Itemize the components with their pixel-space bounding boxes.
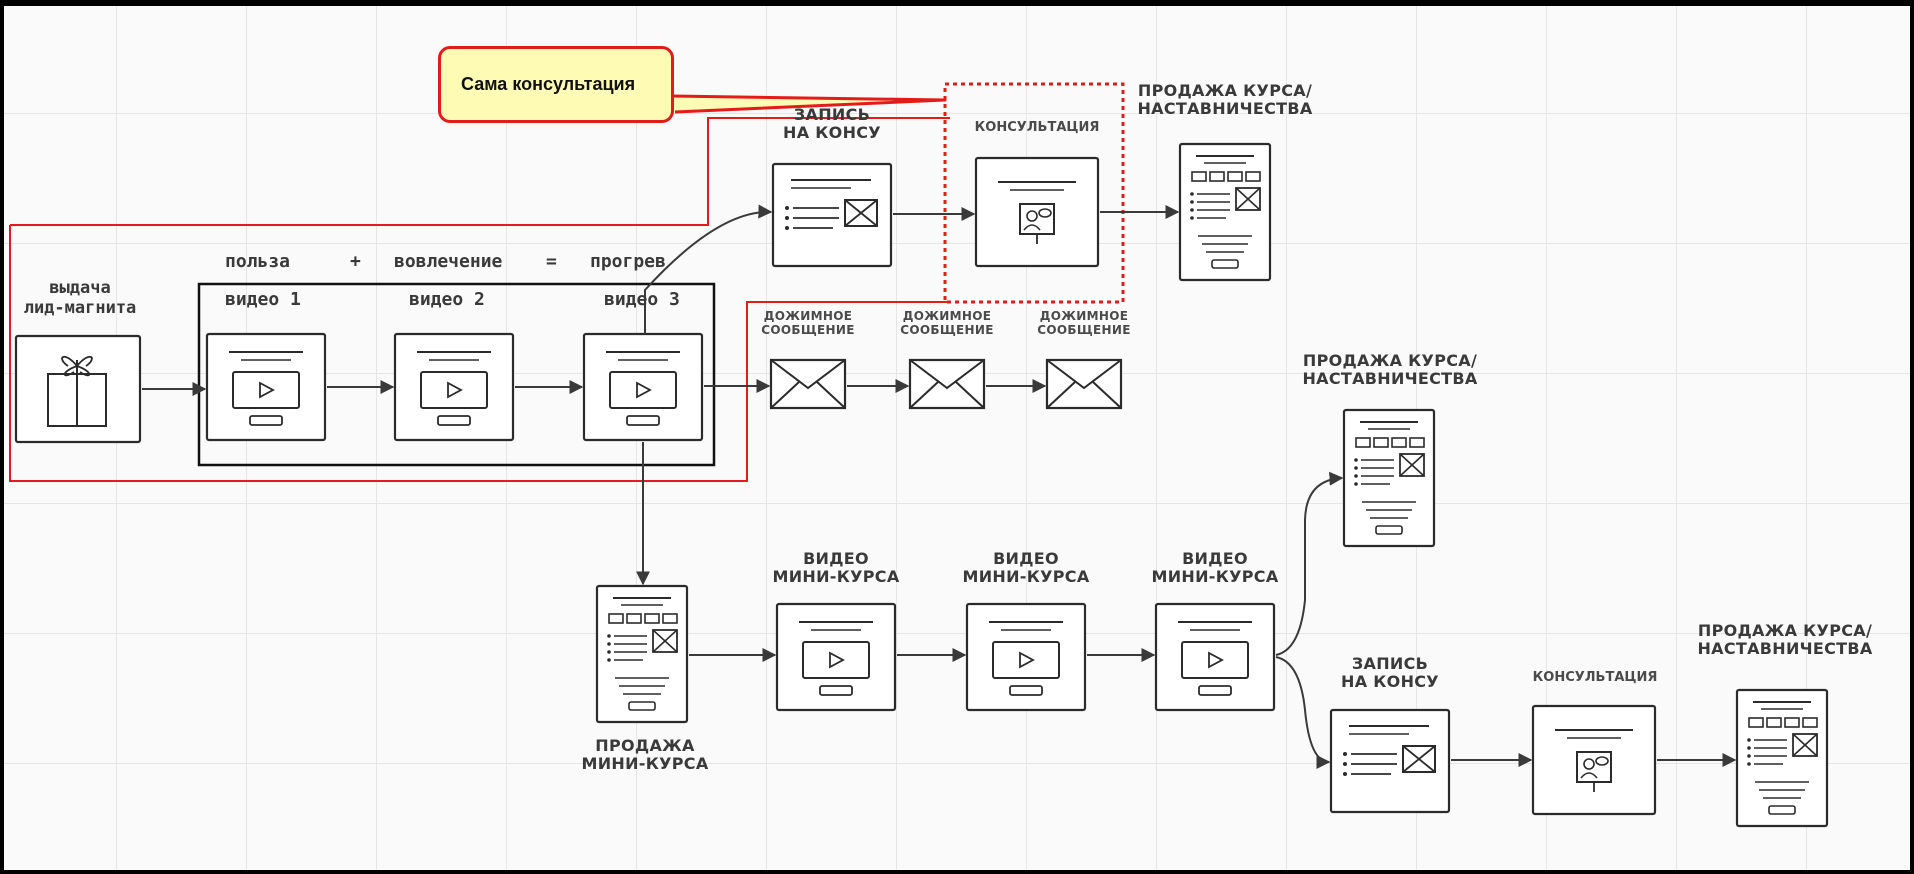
sale-course-card-top [1178, 142, 1272, 282]
callout-pointer [671, 94, 947, 114]
formula-engagement: вовлечение [394, 251, 503, 272]
signup-top-label: ЗАПИСЬ НА КОНСУ [783, 105, 881, 143]
signup-card-bottom [1329, 708, 1451, 814]
video-card-3 [582, 332, 704, 442]
consult-top-label: КОНСУЛЬТАЦИЯ [974, 120, 1100, 135]
followup-label-3: ДОЖИМНОЕ СООБЩЕНИЕ [1037, 309, 1131, 337]
mini-video-card-1 [775, 602, 897, 712]
video3-label: видео 3 [604, 289, 680, 310]
sale-course-top-label: ПРОДАЖА КУРСА/ НАСТАВНИЧЕСТВА [1137, 81, 1313, 119]
sale-course-card-bottom [1735, 688, 1829, 828]
formula-benefit: польза [225, 251, 291, 272]
envelope-icon-2 [908, 358, 986, 410]
callout-text: Сама консультация [461, 74, 636, 94]
consultation-highlight-box [943, 82, 1125, 304]
formula-warmup: прогрев [590, 251, 666, 272]
sale-course-bottom-label: ПРОДАЖА КУРСА/ НАСТАВНИЧЕСТВА [1697, 621, 1873, 659]
mini-video3-label: ВИДЕО МИНИ-КУРСА [1151, 549, 1279, 587]
mini-video-card-2 [965, 602, 1087, 712]
video-card-2 [393, 332, 515, 442]
sale-mini-course-label: ПРОДАЖА МИНИ-КУРСА [581, 736, 709, 774]
envelope-icon-3 [1045, 358, 1123, 410]
mini-video-card-3 [1154, 602, 1276, 712]
whiteboard [4, 6, 1910, 870]
callout-note: Сама консультация [438, 46, 674, 123]
lead-magnet-label: выдача лид-магнита [23, 278, 137, 318]
sale-course-mid-label: ПРОДАЖА КУРСА/ НАСТАВНИЧЕСТВА [1302, 351, 1478, 389]
gift-icon [14, 334, 142, 444]
consult-bottom-label: КОНСУЛЬТАЦИЯ [1532, 670, 1658, 685]
followup-label-1: ДОЖИМНОЕ СООБЩЕНИЕ [761, 309, 855, 337]
signup-bottom-label: ЗАПИСЬ НА КОНСУ [1341, 654, 1439, 692]
mini-video2-label: ВИДЕО МИНИ-КУРСА [962, 549, 1090, 587]
consult-card-top [974, 156, 1100, 268]
consult-card-bottom [1531, 704, 1657, 816]
mini-video1-label: ВИДЕО МИНИ-КУРСА [772, 549, 900, 587]
followup-label-2: ДОЖИМНОЕ СООБЩЕНИЕ [900, 309, 994, 337]
envelope-icon-1 [769, 358, 847, 410]
video2-label: видео 2 [409, 289, 485, 310]
video1-label: видео 1 [225, 289, 301, 310]
warmup-videos-frame [197, 282, 716, 467]
formula-plus: + [350, 251, 361, 272]
arrow-mini-video3-to-sale-mid [1275, 471, 1344, 656]
sale-mini-course-card [595, 584, 689, 724]
arrow-video3-to-signup-top [644, 204, 773, 334]
warmup-highlight-outline [9, 117, 950, 482]
video-card-1 [205, 332, 327, 442]
sale-course-card-mid [1342, 408, 1436, 548]
arrow-mini-video3-to-signup-bottom [1275, 656, 1331, 769]
signup-card-top [771, 162, 893, 268]
formula-equals: = [546, 251, 557, 272]
